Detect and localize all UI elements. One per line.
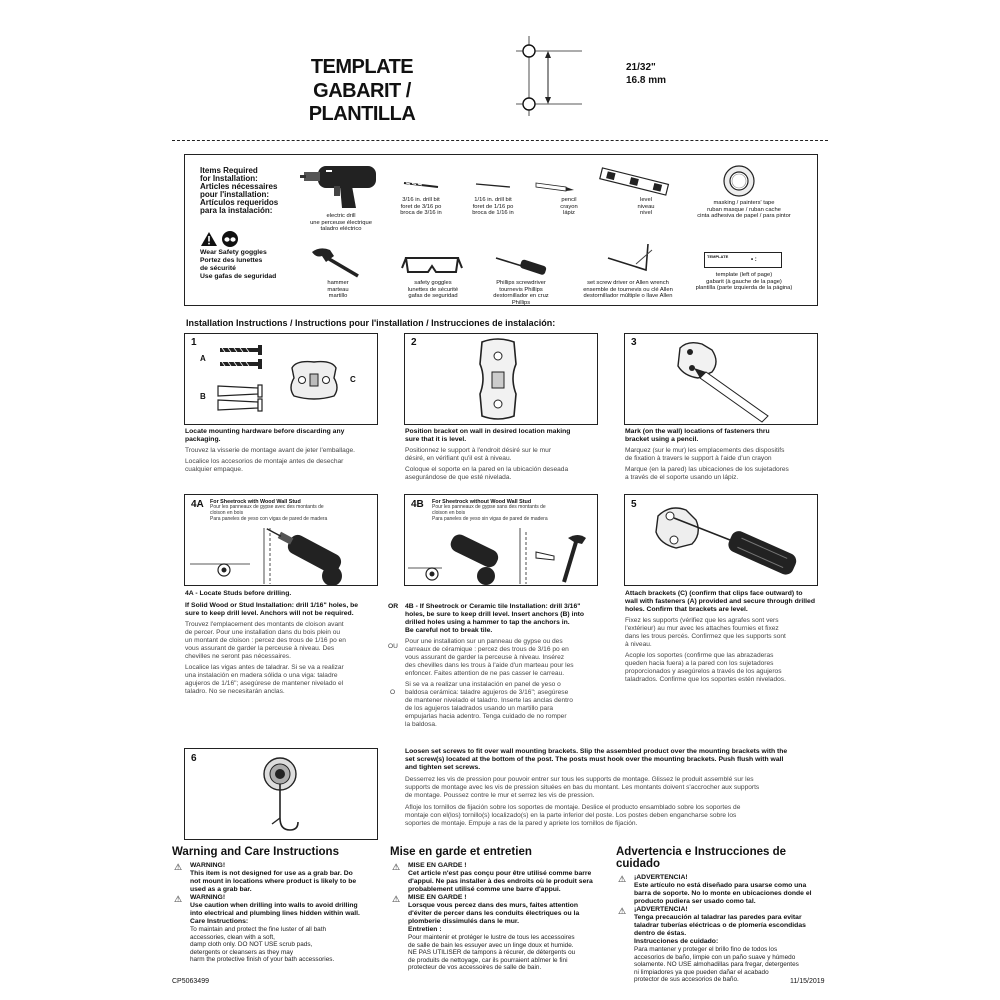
goggles-caption: safety goggles lunettes de sécurité gafa… <box>407 280 459 300</box>
allen-caption: set screw driver or Allen wrench ensembl… <box>583 280 673 300</box>
goggles-icon <box>222 231 238 247</box>
step4a-text: 4A - Locate Studs before drilling. If So… <box>185 590 359 695</box>
footer-code: CP5063499 <box>172 978 209 985</box>
footer-date: 11/15/2019 <box>790 978 825 985</box>
step2-number: 2 <box>411 337 417 348</box>
template-subtitle: GABARIT / PLANTILLA <box>308 80 416 125</box>
step4b-head: For Sheetrock without Wood Wall Stud Pou… <box>432 499 548 522</box>
items-required-box <box>184 154 818 306</box>
step6-text: Loosen set screws to fit over wall mount… <box>405 748 788 827</box>
warning-icon: ⚠ <box>174 862 183 872</box>
step3-number: 3 <box>631 337 637 348</box>
drill-caption: electric drill une perceuse électrique t… <box>310 213 372 233</box>
warning-triangle-icon <box>201 232 217 246</box>
drill-and-hammer-icon <box>408 528 586 585</box>
or-label: OR <box>388 603 399 610</box>
warnings-fr: Mise en garde et entretien ⚠ MISE EN GAR… <box>390 846 602 972</box>
template-caption: template (left of page) gabarit (à gauch… <box>695 272 793 292</box>
drill-bit-116-icon <box>475 183 511 188</box>
anchors-icon <box>217 384 263 412</box>
instructions-heading: Installation Instructions / Instructions… <box>186 318 556 328</box>
step5-text: Attach brackets (C) (confirm that clips … <box>625 590 815 683</box>
warnings-es: Advertencia e Instrucciones de cuidado ⚠… <box>616 846 828 984</box>
step1-label-a: A <box>200 354 206 363</box>
step4a-number: 4A <box>191 499 204 510</box>
template-sheet-icon: TEMPLATE • : <box>704 252 782 268</box>
ou-label: OU <box>388 643 398 650</box>
tape-caption: masking / painters' tape ruban masque / … <box>697 200 791 220</box>
bracket-c-icon <box>290 360 338 400</box>
step4b-number: 4B <box>411 499 424 510</box>
bracket-on-wall-icon <box>479 338 517 420</box>
mounted-hook-icon <box>263 757 299 831</box>
drill-bit-316-icon <box>403 182 439 188</box>
step1-label-c: C <box>350 375 356 384</box>
template-hole-diagram <box>516 36 582 116</box>
step1-text: Locate mounting hardware before discardi… <box>185 428 355 473</box>
warnings-fr-title: Mise en garde et entretien <box>390 846 532 858</box>
phillips-screwdriver-icon <box>495 257 547 275</box>
warning-icon: ⚠ <box>392 862 401 872</box>
tape-roll-icon <box>723 165 755 197</box>
cut-line <box>172 140 828 141</box>
pencil-icon <box>535 182 574 192</box>
warning-icon: ⚠ <box>618 874 627 884</box>
step5-number: 5 <box>631 499 637 510</box>
warnings-en-title: Warning and Care Instructions <box>172 846 339 858</box>
bit316-caption: 3/16 in. drill bit foret de 3/16 po broc… <box>400 197 442 217</box>
safety-goggles-icon <box>401 257 463 273</box>
warning-icon: ⚠ <box>618 906 627 916</box>
step1-box <box>184 333 378 425</box>
o-label: O <box>390 689 396 696</box>
hammer-caption: hammer marteau martillo <box>327 280 349 300</box>
template-dim-in: 21/32" <box>626 62 656 73</box>
items-heading: Items Required for Installation: Article… <box>200 166 279 215</box>
warning-icon: ⚠ <box>392 894 401 904</box>
electric-drill-icon <box>300 166 376 208</box>
template-dim-mm: 16.8 mm <box>626 75 667 86</box>
mark-with-pencil-icon <box>677 341 769 423</box>
step1-label-b: B <box>200 392 206 401</box>
step3-text: Mark (on the wall) locations of fastener… <box>625 428 789 481</box>
level-icon <box>599 167 670 196</box>
warnings-en: Warning and Care Instructions ⚠ WARNING!… <box>172 846 382 964</box>
step4b-text: 4B - If Sheetrock or Ceramic tile Instal… <box>405 603 585 728</box>
warning-icon: ⚠ <box>174 894 183 904</box>
phillips-caption: Phillips screwdriver tournevis Phillips … <box>493 280 549 306</box>
drill-into-stud-icon <box>190 528 342 586</box>
bit116-caption: 1/16 in. drill bit foret de 1/16 po broc… <box>472 197 514 217</box>
screws-icon <box>220 345 262 369</box>
step4a-box <box>184 494 378 586</box>
level-caption: level niveau nivel <box>637 197 655 217</box>
template-title: TEMPLATE <box>310 56 414 78</box>
hammer-icon <box>312 248 359 278</box>
pencil-caption: pencil crayon lápiz <box>560 197 578 217</box>
step3-box <box>624 333 818 425</box>
warnings-es-title: Advertencia e Instrucciones de cuidado <box>616 846 787 870</box>
allen-wrench-icon <box>607 243 653 272</box>
screwdriver-attach-icon <box>655 507 797 575</box>
step1-number: 1 <box>191 337 197 348</box>
safety-note: Wear Safety goggles Portez des lunettes … <box>200 249 277 280</box>
step6-number: 6 <box>191 753 197 764</box>
step4a-head: For Sheetrock with Wood Wall Stud Pour l… <box>210 499 328 522</box>
step2-text: Position bracket on wall in desired loca… <box>405 428 571 481</box>
